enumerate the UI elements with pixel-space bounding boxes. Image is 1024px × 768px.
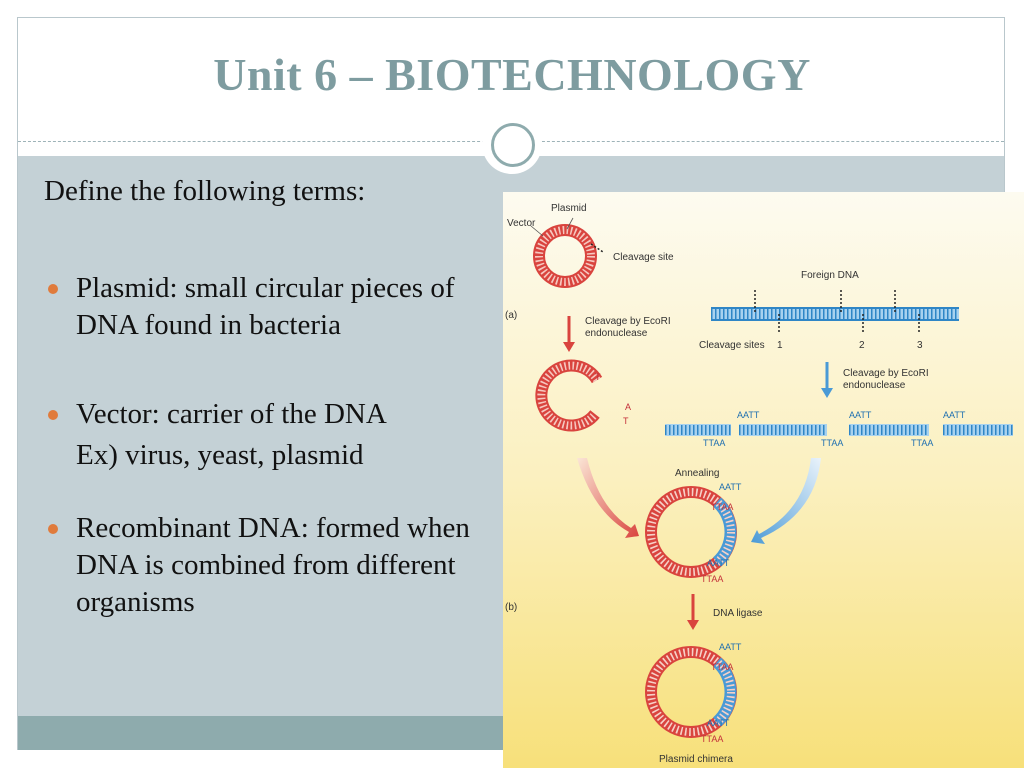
plasmid-chimera [645, 646, 737, 738]
label-panel-a: (a) [505, 310, 517, 321]
chimera-letters: AATT [719, 642, 742, 652]
bullet-dot-icon [48, 410, 58, 420]
plasmid-rungs [535, 226, 595, 286]
bullet-text: Recombinant DNA: formed when DNA is comb… [76, 512, 470, 618]
label-site-1: 1 [777, 340, 783, 351]
bullet-recombinant-dna: Recombinant DNA: formed when DNA is comb… [44, 510, 494, 621]
bullet-dot-icon [48, 284, 58, 294]
bullet-list: Plasmid: small circular pieces of DNA fo… [44, 270, 494, 621]
recombinant-rungs [647, 488, 735, 576]
bullet-plasmid: Plasmid: small circular pieces of DNA fo… [44, 270, 494, 344]
bullet-subtext: Ex) virus, yeast, plasmid [76, 439, 364, 471]
vector-pointer [530, 225, 544, 237]
sticky-end-ttaa: TTAA [821, 438, 843, 448]
label-cleavage-sites: Cleavage sites [699, 340, 765, 351]
divider-ring-icon [491, 123, 535, 167]
label-plasmid: Plasmid [551, 203, 587, 214]
label-site-3: 3 [917, 340, 923, 351]
label-endonuclease-2: endonuclease [843, 380, 906, 391]
chimera-letters: AATT [707, 718, 730, 728]
label-cleavage-ecori-2: Cleavage by EcoRI [843, 368, 929, 379]
annealed-letters: TTAA [701, 574, 723, 584]
sticky-end-ttaa: TTAA [703, 438, 725, 448]
annealed-letters: AATT [707, 558, 730, 568]
cleavage-site-marker [590, 243, 604, 253]
label-cleavage-ecori-1: Cleavage by EcoRI [585, 316, 671, 327]
sticky-end-aatt: AATT [849, 410, 872, 420]
label-foreign-dna: Foreign DNA [801, 270, 859, 281]
cut-plasmid-letter: T [595, 372, 601, 382]
bullet-dot-icon [48, 524, 58, 534]
sticky-end-aatt: AATT [737, 410, 760, 420]
dna-fragment-2 [739, 424, 827, 436]
sticky-end-ttaa: TTAA [911, 438, 933, 448]
bullet-vector: Vector: carrier of the DNA Ex) virus, ye… [44, 396, 494, 474]
cut-plasmid-rungs [537, 361, 601, 430]
bullet-text: Vector: carrier of the DNA [76, 398, 387, 430]
arrow-down-3-head [687, 620, 699, 630]
annealed-letters: AATT [719, 482, 742, 492]
bullet-text: Plasmid: small circular pieces of DNA fo… [76, 272, 455, 341]
label-site-2: 2 [859, 340, 865, 351]
label-panel-b: (b) [505, 602, 517, 613]
slide-title: Unit 6 – BIOTECHNOLOGY [213, 49, 811, 100]
recombinant-plasmid [645, 486, 737, 578]
cut-plasmid [535, 359, 603, 432]
figure-svg: Plasmid Vector Cleavage site (a) Cleavag… [503, 192, 1024, 768]
chimera-letters: TTAA [711, 662, 733, 672]
dna-fragment-3 [849, 424, 929, 436]
label-plasmid-chimera: Plasmid chimera [659, 754, 733, 765]
label-annealing: Annealing [675, 468, 719, 479]
label-vector: Vector [507, 218, 536, 229]
arrow-down-2-head [821, 388, 833, 398]
recombinant-dna-figure: Plasmid Vector Cleavage site (a) Cleavag… [503, 192, 1024, 768]
plasmid-pointer [566, 217, 574, 230]
sticky-end-aatt: AATT [943, 410, 966, 420]
label-endonuclease-1: endonuclease [585, 328, 648, 339]
label-cleavage-site: Cleavage site [613, 252, 674, 263]
annealed-letters: TTAA [711, 502, 733, 512]
annealing-arrow-blue [751, 458, 821, 544]
label-dna-ligase: DNA ligase [713, 608, 763, 619]
chimera-letters: TTAA [701, 734, 723, 744]
plasmid-circle [533, 224, 597, 288]
dna-fragment-1 [665, 424, 731, 436]
fragment-body [943, 424, 1013, 436]
dna-fragment-4 [943, 424, 1013, 436]
cut-plasmid-letter: T [623, 416, 629, 426]
intro-text: Define the following terms: [44, 175, 366, 207]
arrow-down-1-head [563, 342, 575, 352]
annealing-arrow-red [577, 458, 639, 538]
chimera-rungs [647, 648, 735, 736]
foreign-dna-strand [711, 307, 959, 321]
cut-plasmid-letter: A [625, 402, 631, 412]
